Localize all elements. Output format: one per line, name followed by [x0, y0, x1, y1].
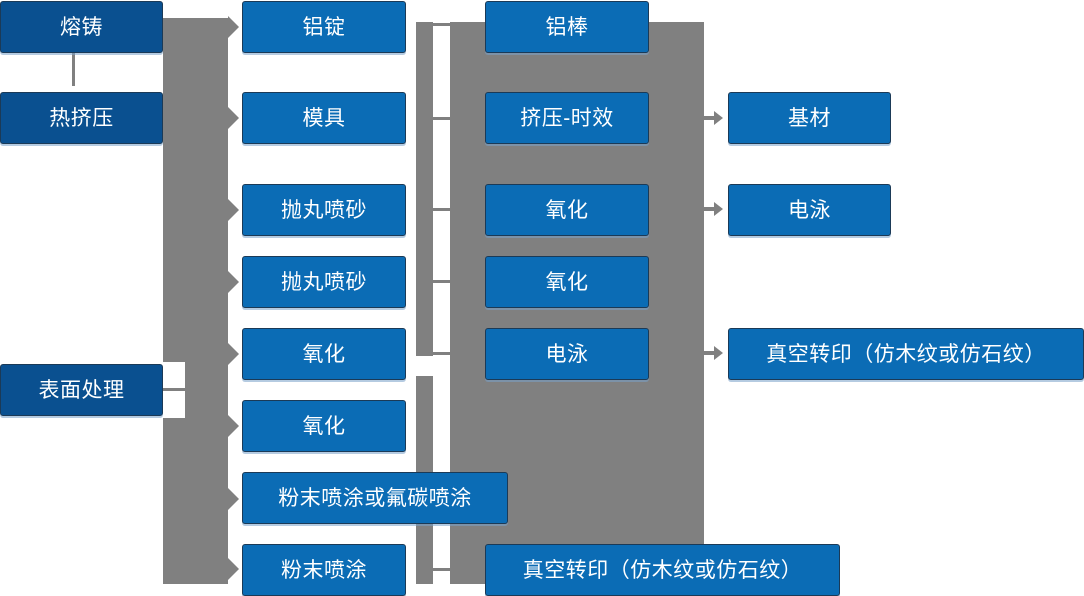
arrow-stem-vacuum-transfer	[704, 351, 716, 355]
process-box-shot-blasting-2[interactable]: 抛丸喷砂	[242, 256, 406, 308]
output-label-electrophoresis: 电泳	[788, 198, 831, 222]
material-label-electrophoresis: 电泳	[545, 342, 589, 366]
output-label-vacuum-transfer: 真空转印（仿木纹或仿石纹）	[766, 342, 1046, 366]
band1-arrow-3	[228, 199, 239, 221]
arrow-to-electrophoresis	[714, 202, 723, 216]
process-label-oxidation-2: 氧化	[302, 414, 346, 438]
connector-surface-treatment-stub	[163, 388, 187, 391]
material-box-aluminum-bar[interactable]: 铝棒	[485, 1, 649, 53]
process-box-shot-blasting-1[interactable]: 抛丸喷砂	[242, 184, 406, 236]
material-box-oxidation-2[interactable]: 氧化	[485, 256, 649, 308]
stage-label-surface-treatment: 表面处理	[38, 378, 125, 402]
stage-box-melting[interactable]: 熔铸	[0, 1, 163, 53]
output-box-vacuum-transfer[interactable]: 真空转印（仿木纹或仿石纹）	[728, 328, 1084, 380]
arrow-stem-substrate	[704, 116, 716, 120]
band1-arrow-1	[228, 16, 239, 38]
process-box-oxidation-1[interactable]: 氧化	[242, 328, 406, 380]
process-box-mold[interactable]: 模具	[242, 92, 406, 144]
stage-label-hot-extrusion: 热挤压	[49, 106, 114, 130]
process-label-oxidation-1: 氧化	[302, 342, 346, 366]
arrow-to-substrate	[714, 111, 723, 125]
arrow-to-vacuum-transfer	[714, 346, 723, 360]
process-label-powder-coating: 粉末喷涂	[281, 558, 367, 582]
tick-processes-6	[433, 568, 451, 571]
process-box-powder-coating[interactable]: 粉末喷涂	[242, 544, 406, 596]
band1-arrow-8	[228, 558, 239, 580]
material-label-oxidation-2: 氧化	[545, 270, 589, 294]
tick-processes-3	[433, 208, 451, 211]
arrow-stem-electrophoresis	[704, 207, 716, 211]
material-label-extrusion-aging: 挤压-时效	[520, 106, 614, 130]
material-label-vacuum-transfer: 真空转印（仿木纹或仿石纹）	[522, 558, 803, 582]
stage-label-melting: 熔铸	[60, 15, 103, 39]
output-box-electrophoresis[interactable]: 电泳	[728, 184, 891, 236]
band1-arrow-7	[228, 488, 239, 510]
material-label-aluminum-bar: 铝棒	[545, 15, 589, 39]
process-box-aluminum-ingot[interactable]: 铝锭	[242, 1, 406, 53]
stage-box-surface-treatment[interactable]: 表面处理	[0, 364, 163, 416]
process-label-powder-or-fluorocarbon: 粉末喷涂或氟碳喷涂	[278, 486, 472, 510]
tick-processes-1	[433, 23, 451, 26]
material-box-electrophoresis[interactable]: 电泳	[485, 328, 649, 380]
process-label-shot-blasting-2: 抛丸喷砂	[281, 270, 367, 294]
process-label-aluminum-ingot: 铝锭	[302, 15, 346, 39]
band1-arrow-4	[228, 271, 239, 293]
output-box-substrate[interactable]: 基材	[728, 92, 891, 144]
band1-arrow-2	[228, 107, 239, 129]
output-label-substrate: 基材	[788, 106, 831, 130]
process-label-mold: 模具	[302, 106, 346, 130]
material-label-oxidation-1: 氧化	[545, 198, 589, 222]
connector-bar-processes	[416, 22, 433, 356]
material-box-vacuum-transfer[interactable]: 真空转印（仿木纹或仿石纹）	[485, 544, 840, 596]
tick-processes-5	[433, 352, 451, 355]
material-box-extrusion-aging[interactable]: 挤压-时效	[485, 92, 649, 144]
connector-band-stages-to-processes	[163, 18, 228, 584]
tick-processes-2	[433, 117, 451, 120]
process-box-powder-or-fluorocarbon[interactable]: 粉末喷涂或氟碳喷涂	[242, 472, 508, 524]
material-box-oxidation-1[interactable]: 氧化	[485, 184, 649, 236]
process-box-oxidation-2[interactable]: 氧化	[242, 400, 406, 452]
tick-processes-4	[433, 280, 451, 283]
process-label-shot-blasting-1: 抛丸喷砂	[281, 198, 367, 222]
band1-arrow-5	[228, 343, 239, 365]
band1-arrow-6	[228, 415, 239, 437]
stage-box-hot-extrusion[interactable]: 热挤压	[0, 92, 163, 144]
connector-melting-to-extrusion	[72, 52, 75, 86]
